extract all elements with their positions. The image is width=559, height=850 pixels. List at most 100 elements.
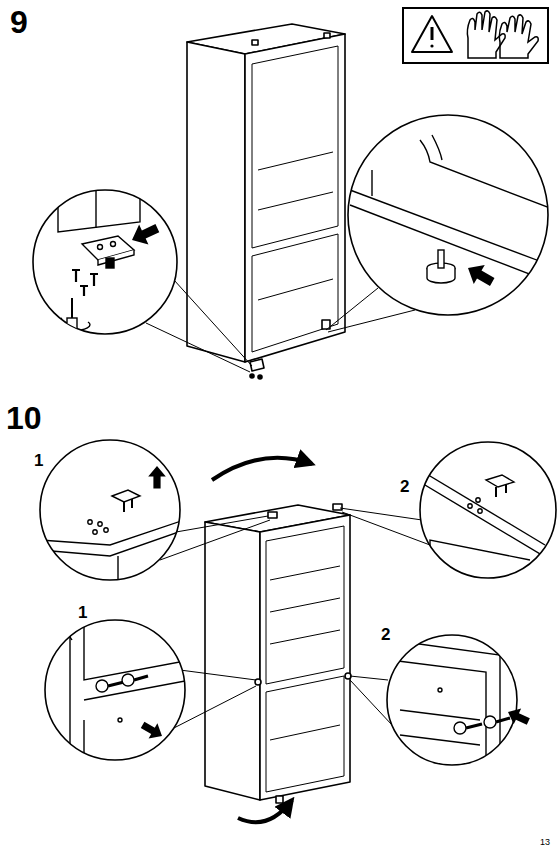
leader-line (342, 512, 430, 545)
hole (118, 718, 122, 722)
warning-mark (431, 27, 434, 40)
hinge-pin (484, 716, 496, 728)
hinge-pin (108, 682, 124, 686)
cabinet-front (260, 515, 350, 800)
rotate-arrow (238, 800, 292, 822)
leader-line (174, 280, 252, 366)
fridge-cabinet (205, 504, 351, 803)
fridge-cabinet (187, 24, 345, 379)
warning-frame (403, 8, 548, 63)
opening-edge (430, 540, 530, 600)
upper-opening (266, 526, 344, 684)
turn-arrow-head (52, 316, 62, 322)
cabinet-edge (95, 190, 96, 228)
callout-circle (33, 190, 177, 334)
hinge-pin (496, 718, 510, 722)
callout-number: 1 (34, 452, 43, 469)
hinge-hole (476, 498, 480, 502)
leader-line (176, 516, 268, 532)
screw (72, 270, 80, 282)
frame-edge (400, 735, 480, 745)
frame-edge (390, 660, 486, 770)
callout-top-hinge (40, 440, 190, 600)
screw (90, 274, 98, 286)
callout-number: 2 (400, 478, 409, 495)
leader-line (350, 676, 388, 680)
leader-line (350, 680, 392, 725)
hinge-pin (496, 484, 506, 497)
step-number: 10 (6, 402, 42, 434)
callout-foot (348, 115, 550, 315)
hinge-pin (122, 674, 134, 686)
leader-line (326, 288, 378, 330)
cabinet-edge (40, 518, 190, 545)
hinge-hole (468, 504, 472, 508)
frame-edge (390, 640, 500, 770)
hole (438, 688, 442, 692)
cabinet-front (245, 34, 345, 362)
hinge-plate (486, 475, 514, 487)
hinge-hole (478, 509, 482, 513)
callout-hinge (33, 185, 177, 336)
hinge-plate (112, 490, 140, 502)
frame-edge (60, 635, 72, 640)
frame-edge (84, 610, 190, 680)
screw (258, 375, 262, 379)
hinge-plate-edge (98, 250, 134, 265)
screw (80, 286, 88, 296)
hinge-pin (124, 499, 132, 512)
callout-circle (45, 620, 185, 760)
screw (250, 374, 254, 378)
step-number: 9 (10, 6, 28, 38)
rotate-arrow (212, 458, 312, 480)
foot (427, 268, 455, 283)
bottom-hinge (250, 359, 264, 371)
hinge-hole (104, 528, 108, 532)
upper-opening (252, 46, 338, 248)
leader-lines (146, 280, 415, 372)
page-number: 13 (540, 838, 550, 847)
hinge-hole (88, 520, 92, 524)
callout-middle-pin-new (387, 635, 532, 770)
push-arrow (504, 704, 532, 729)
lower-opening (266, 676, 344, 792)
cabinet-corner (58, 185, 140, 232)
cabinet-side (187, 42, 245, 362)
screwdriver-shaft (71, 298, 73, 320)
callout-middle-pin (45, 610, 190, 770)
frame-edge (83, 720, 84, 770)
cabinet-edge (40, 528, 190, 556)
leader-line (180, 670, 256, 680)
cabinet-edge (350, 205, 550, 282)
leader-line (340, 508, 422, 520)
glove-symbol (499, 15, 538, 58)
screwdriver-handle (67, 318, 77, 336)
hinge-hole (98, 522, 102, 526)
callout-circle (40, 440, 180, 580)
top-hinge-mark (324, 33, 330, 38)
frame-edge (84, 680, 190, 700)
cabinet-edge (420, 482, 545, 600)
lift-arrow (148, 466, 166, 488)
hinge-hole (111, 242, 116, 247)
warning-gloves-box (403, 8, 548, 63)
lower-opening (252, 234, 338, 352)
top-hinge (268, 512, 277, 518)
drawer-line (270, 725, 340, 740)
push-arrow (127, 218, 162, 250)
frame-edge (69, 610, 70, 770)
shelf (258, 192, 333, 210)
hinge-pin (106, 258, 114, 268)
leader-line (146, 323, 250, 372)
drawer-line (258, 279, 333, 300)
opening-edge (118, 532, 180, 600)
rotate-arrows (212, 458, 312, 822)
pull-arrow (138, 717, 166, 743)
hinge-hole (93, 530, 97, 534)
callout-number: 1 (78, 604, 87, 621)
cabinet-edge (350, 190, 550, 265)
foot (276, 796, 283, 803)
cabinet-side (205, 522, 260, 800)
